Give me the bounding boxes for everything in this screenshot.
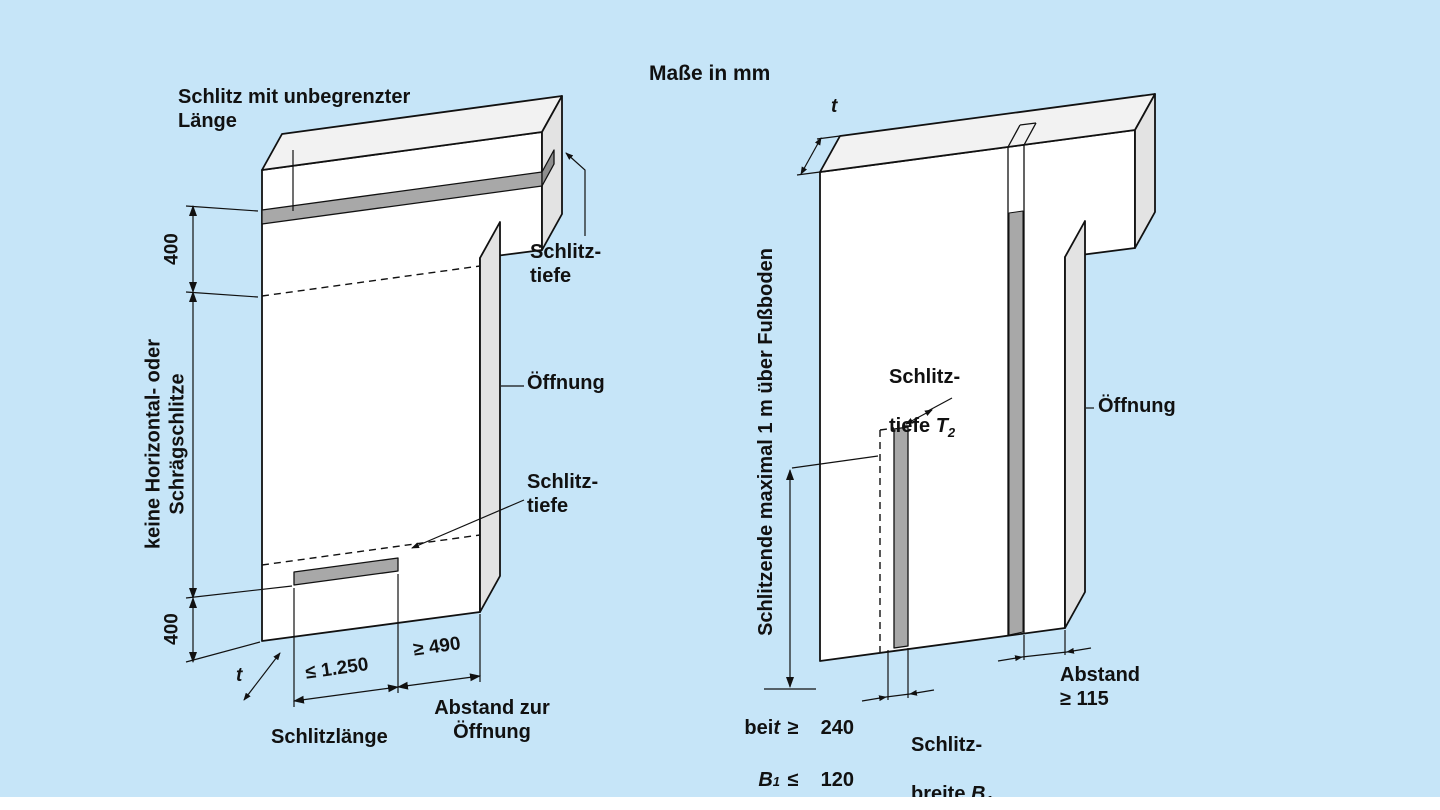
right-wall-opening-side-face xyxy=(1064,220,1086,629)
page-title: Maße in mm xyxy=(649,62,771,85)
label-slot-width-line1: Schlitz- xyxy=(911,734,983,757)
constraint-relation: ≤ xyxy=(787,768,799,791)
ext-line xyxy=(185,205,259,212)
left-wall xyxy=(261,95,563,642)
dim-slot-width-arrow xyxy=(861,695,887,702)
label-slot-depth-t2-line1: Schlitz- xyxy=(889,366,961,389)
ext-line xyxy=(185,641,261,663)
right-full-slot-fill xyxy=(1008,210,1024,636)
ext-line xyxy=(185,291,259,298)
label-opening-left: Öffnung xyxy=(527,372,605,394)
label-distance-115: Abstand ≥ 115 xyxy=(1060,664,1140,711)
ext-line xyxy=(185,585,293,599)
left-zone-dashed-bottom xyxy=(261,534,481,566)
dim-400-top: 400 xyxy=(161,233,183,265)
t2-symbol: T xyxy=(935,415,948,438)
dim-slot-width-arrow xyxy=(909,689,935,696)
label-slot-unlimited: Schlitz mit unbegrenzter Länge xyxy=(178,86,411,133)
dim-slot-depth-t2-line xyxy=(905,409,933,425)
label-slot-end-max: Schlitzende maximal 1 m über Fußboden xyxy=(754,248,777,636)
dim-distance-arrow xyxy=(1066,647,1092,654)
label-opening-right: Öffnung xyxy=(1098,395,1176,417)
label-slot-width-b1: Schlitz- breite B1 xyxy=(911,709,993,807)
constraint-value: 240 xyxy=(820,717,854,740)
leader-slot-end xyxy=(791,455,879,469)
right-full-slot-topface-cut xyxy=(1007,124,1021,148)
right-full-slot-topface-cut xyxy=(1023,122,1037,146)
constraint-value: 120 xyxy=(820,768,854,791)
right-wall xyxy=(819,93,1156,662)
left-leaders xyxy=(292,150,586,549)
constraint-prefix: bei xyxy=(744,717,774,740)
right-full-slot-topface-cut xyxy=(1019,122,1037,126)
left-wall-band-end-face xyxy=(541,95,563,251)
right-wall-band-end-face xyxy=(1134,93,1156,249)
leader-slot-depth-top xyxy=(565,152,586,236)
left-dimensions xyxy=(185,205,481,707)
label-opening-distance: Abstand zur Öffnung xyxy=(434,697,550,744)
label-no-horizontal-chases: keine Horizontal- oder Schrägschlitze xyxy=(142,338,189,550)
thickness-symbol-right: t xyxy=(831,96,838,117)
dim-400-bottom: 400 xyxy=(161,613,183,645)
label-slot-depth-t2-line2: tiefe xyxy=(889,415,936,438)
left-horizontal-slot-end xyxy=(541,149,555,187)
label-slot-depth-t2: Schlitz- tiefe T2 xyxy=(889,341,960,439)
constraint-row: bei t ≥240 xyxy=(720,715,854,742)
left-zone-dashed-top xyxy=(261,265,481,297)
dim-thickness-line xyxy=(243,652,281,701)
leader-slot-depth-bottom xyxy=(411,499,525,549)
constraint-relation: ≥ xyxy=(787,717,799,740)
right-dimensions xyxy=(764,135,1094,702)
dim-distance-line xyxy=(1021,651,1068,658)
t2-symbol-sub: 2 xyxy=(947,425,956,441)
ext-line xyxy=(796,171,821,176)
dim-slot-width-line xyxy=(885,693,911,698)
label-slot-length: Schlitzlänge xyxy=(271,726,388,748)
label-slot-depth-top: Schlitz- tiefe xyxy=(530,241,602,288)
thickness-symbol-left: t xyxy=(236,665,243,686)
footer-strip xyxy=(0,797,1440,810)
dim-distance-arrow xyxy=(997,655,1023,662)
dim-opening-distance-line xyxy=(397,673,481,690)
label-slot-depth-bottom: Schlitz- tiefe xyxy=(527,471,599,518)
left-bottom-slot xyxy=(293,557,399,586)
constraint-symbol: B xyxy=(758,768,773,791)
dim-thickness-line xyxy=(800,137,822,175)
left-wall-opening-side-face xyxy=(479,221,501,613)
right-partial-slot-hidden-top xyxy=(879,427,895,431)
constraints-block: bei t≥240 B1≤120 T2≤80 xyxy=(720,691,854,810)
constraint-symbol: t xyxy=(773,717,780,740)
right-partial-slot-fill xyxy=(893,426,909,649)
right-wall-front-face xyxy=(819,129,1136,662)
dim-slot-length-line xyxy=(293,684,399,704)
